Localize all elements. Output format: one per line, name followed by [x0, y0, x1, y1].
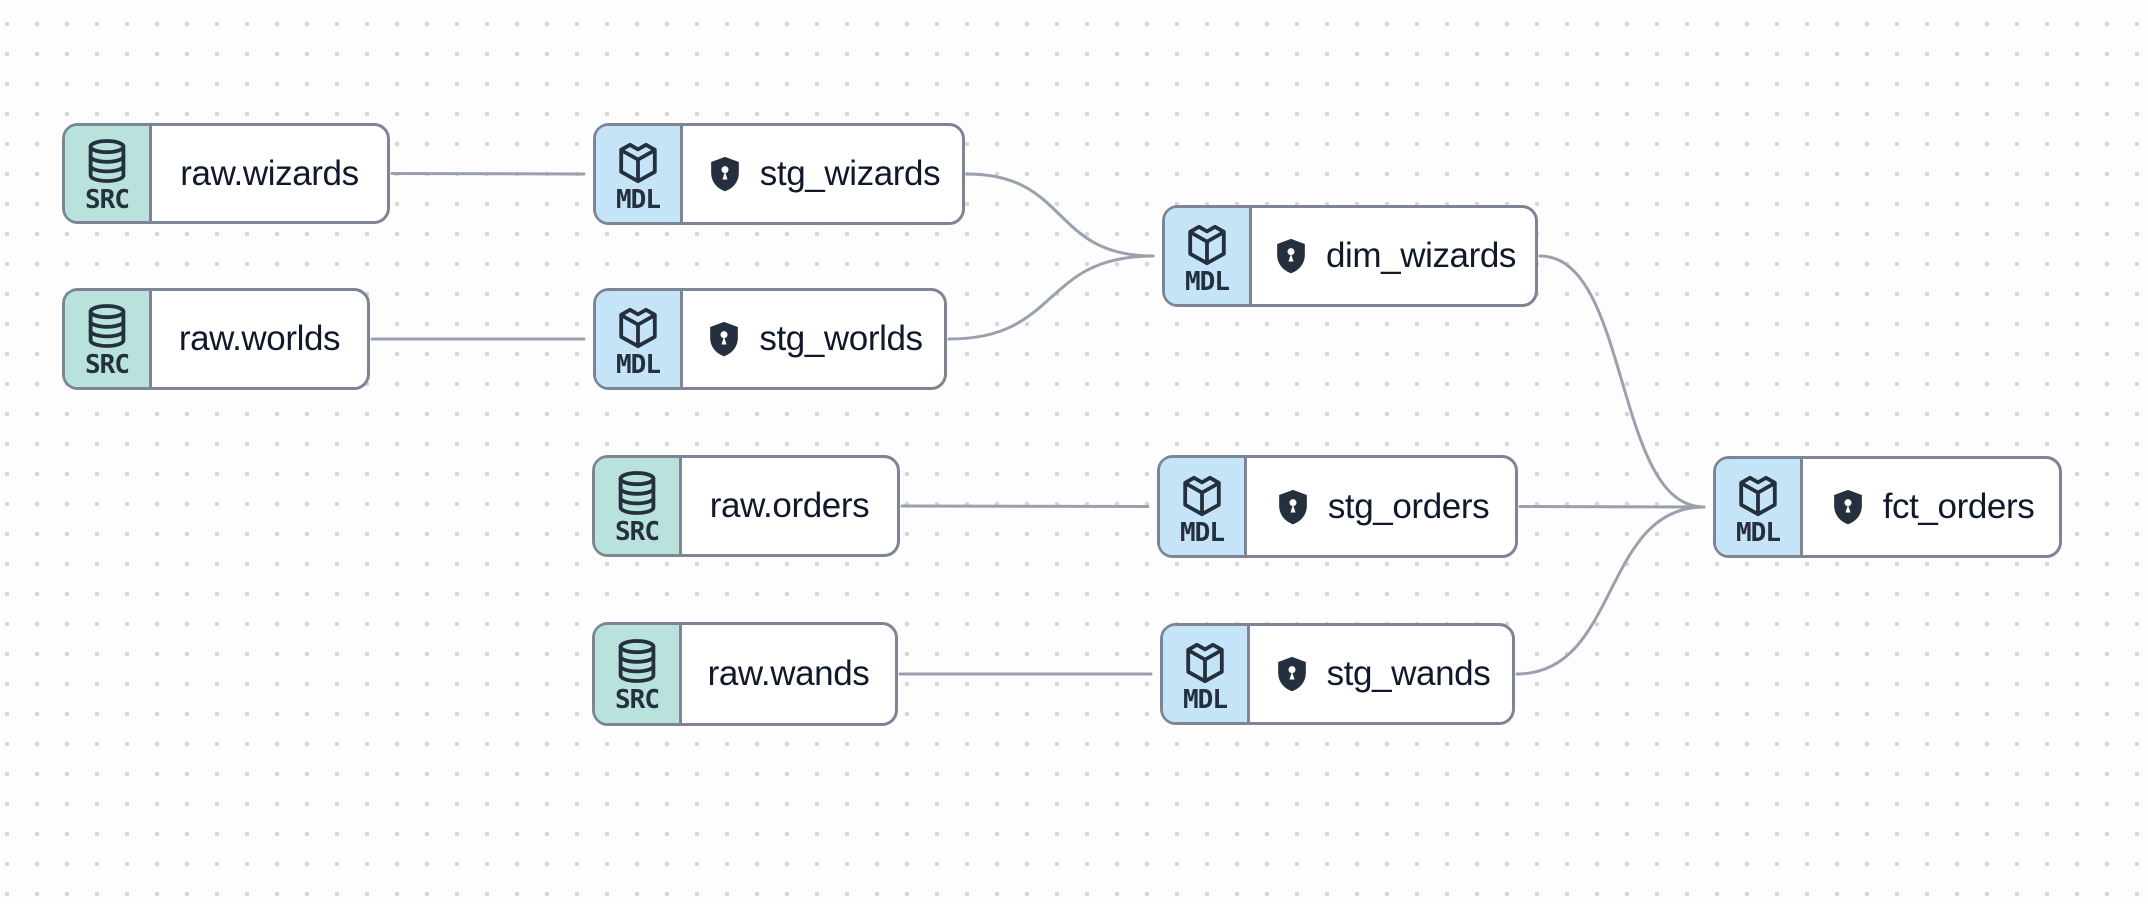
badge-label: SRC	[615, 685, 660, 716]
shield-lock-icon	[710, 321, 739, 357]
database-icon	[618, 639, 656, 684]
node-body: stg_orders	[1247, 458, 1515, 555]
edge-stg-orders-fct-orders[interactable]	[1518, 505, 1706, 509]
edge-dim-wizards-fct-orders[interactable]	[1538, 254, 1706, 509]
node-type-badge: MDL	[596, 291, 683, 387]
node-raw-worlds[interactable]: SRC raw.worlds	[62, 288, 370, 390]
shield-lock-icon	[1278, 489, 1307, 524]
badge-label: MDL	[1183, 685, 1228, 716]
node-body: stg_wands	[1250, 626, 1512, 722]
database-icon	[88, 304, 126, 349]
node-name: raw.wizards	[180, 153, 359, 193]
node-name: raw.wands	[707, 654, 870, 693]
badge-label: SRC	[85, 350, 130, 381]
badge-label: SRC	[615, 517, 660, 548]
node-stg-wands[interactable]: MDL stg_wands	[1160, 623, 1515, 725]
node-body: fct_orders	[1803, 459, 2059, 555]
edge-stg-worlds-dim-wizards[interactable]	[947, 254, 1155, 341]
node-fct-orders[interactable]: MDL fct_orders	[1713, 456, 2062, 558]
box-icon	[619, 143, 657, 184]
node-stg-wizards[interactable]: MDL stg_wizards	[593, 123, 965, 225]
badge-label: MDL	[616, 350, 661, 381]
edge-stg-wizards-dim-wizards[interactable]	[965, 172, 1155, 258]
node-type-badge: MDL	[1716, 459, 1803, 555]
box-icon	[1186, 643, 1224, 684]
node-name: dim_wizards	[1325, 236, 1517, 275]
box-icon	[619, 308, 657, 349]
node-body: raw.orders	[682, 458, 897, 554]
node-body: dim_wizards	[1252, 208, 1535, 304]
node-name: stg_wizards	[759, 154, 941, 193]
node-raw-wands[interactable]: SRC raw.wands	[592, 622, 898, 726]
node-type-badge: MDL	[1165, 208, 1252, 304]
node-raw-wizards[interactable]: SRC raw.wizards	[62, 123, 390, 224]
node-name: stg_wands	[1326, 654, 1491, 693]
node-name: raw.orders	[709, 486, 870, 525]
node-type-badge: SRC	[595, 458, 682, 554]
node-body: stg_worlds	[683, 291, 944, 387]
badge-label: SRC	[85, 184, 130, 215]
node-stg-orders[interactable]: MDL stg_orders	[1157, 455, 1518, 558]
node-type-badge: MDL	[1163, 626, 1250, 722]
box-icon	[1188, 225, 1226, 266]
node-type-badge: SRC	[65, 291, 152, 387]
badge-label: MDL	[1736, 518, 1781, 549]
node-name: raw.worlds	[178, 319, 341, 358]
node-type-badge: MDL	[596, 126, 683, 222]
badge-label: MDL	[1180, 517, 1225, 548]
node-body: raw.wands	[682, 625, 895, 723]
shield-lock-icon	[1833, 489, 1862, 525]
shield-lock-icon	[710, 156, 739, 192]
node-name: stg_orders	[1327, 486, 1490, 526]
node-body: raw.worlds	[152, 291, 367, 387]
edge-stg-wands-fct-orders[interactable]	[1515, 505, 1706, 676]
shield-lock-icon	[1277, 656, 1306, 692]
node-stg-worlds[interactable]: MDL stg_worlds	[593, 288, 947, 390]
node-name: fct_orders	[1882, 487, 2035, 526]
shield-lock-icon	[1277, 238, 1305, 274]
badge-label: MDL	[616, 185, 661, 216]
node-dim-wizards[interactable]: MDL dim_wizards	[1162, 205, 1538, 307]
box-icon	[1739, 476, 1777, 517]
badge-label: MDL	[1185, 267, 1230, 298]
node-type-badge: SRC	[595, 625, 682, 723]
database-icon	[88, 138, 126, 183]
edge-raw-wizards-stg-wizards[interactable]	[390, 172, 586, 176]
node-body: stg_wizards	[683, 126, 962, 222]
node-raw-orders[interactable]: SRC raw.orders	[592, 455, 900, 557]
box-icon	[1183, 475, 1221, 516]
node-type-badge: SRC	[65, 126, 152, 221]
node-type-badge: MDL	[1160, 458, 1247, 555]
database-icon	[618, 471, 656, 516]
node-name: stg_worlds	[759, 319, 923, 358]
edge-raw-orders-stg-orders[interactable]	[900, 504, 1150, 508]
node-body: raw.wizards	[152, 126, 387, 221]
